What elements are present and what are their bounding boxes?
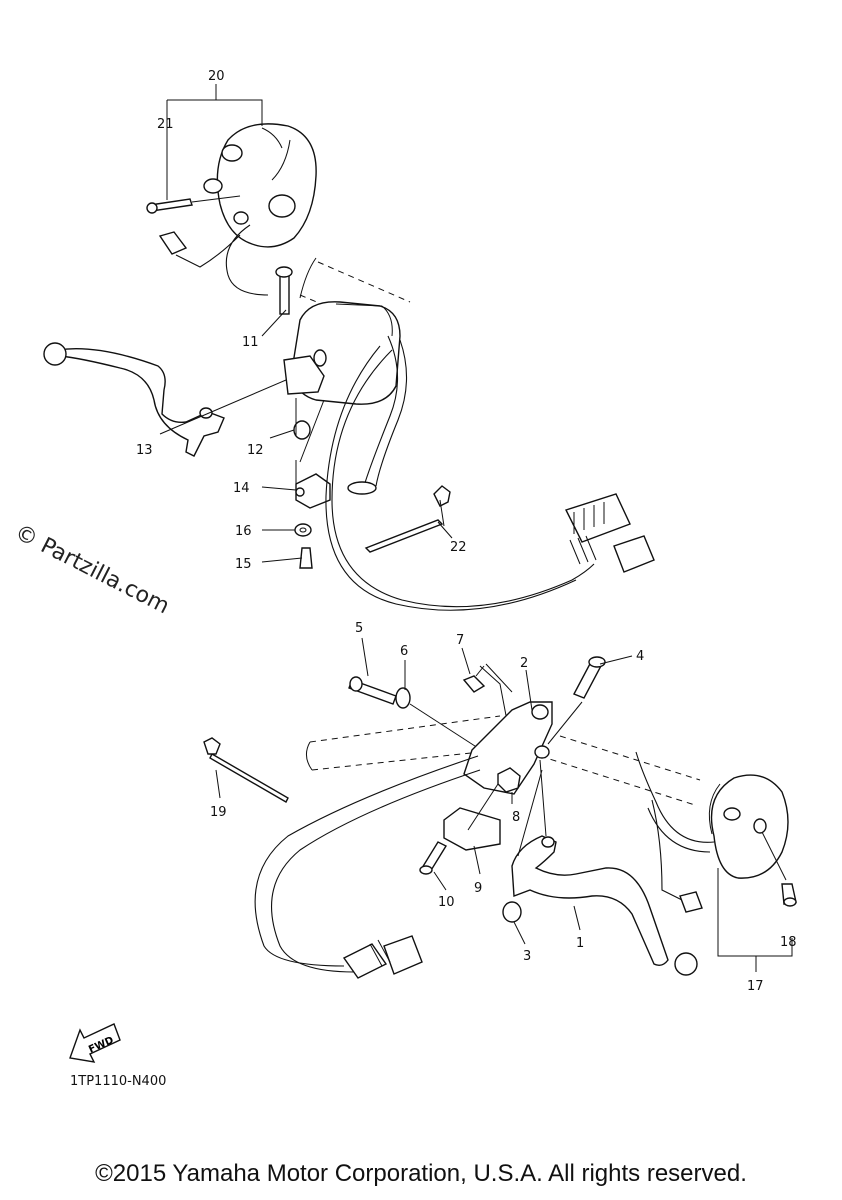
callout-19: 19	[210, 805, 227, 820]
cable-tie-22	[364, 519, 444, 553]
callout-15: 15	[235, 557, 252, 572]
connector-upper	[565, 493, 631, 543]
callout-1: 1	[576, 936, 584, 951]
callout-14: 14	[233, 481, 250, 496]
callout-10: 10	[438, 895, 455, 910]
callout-leaders	[159, 84, 793, 972]
clutch-switch-9	[443, 807, 501, 851]
callout-3: 3	[523, 949, 531, 964]
brake-switch-14	[295, 473, 331, 509]
callout-5: 5	[355, 621, 363, 636]
callout-22: 22	[450, 540, 467, 555]
brake-lever-13	[57, 348, 225, 457]
callout-7: 7	[456, 633, 464, 648]
callout-12: 12	[247, 443, 264, 458]
callout-8: 8	[512, 810, 520, 825]
screw-15	[299, 547, 313, 569]
cable-tie-19	[209, 753, 289, 803]
copyright-notice: ©2015 Yamaha Motor Corporation, U.S.A. A…	[95, 1160, 747, 1187]
clutch-lever-1	[511, 835, 669, 967]
callout-17: 17	[747, 979, 764, 994]
upper-assembly	[43, 123, 655, 611]
fwd-arrow-icon: FWD	[69, 1023, 121, 1063]
callout-9: 9	[474, 881, 482, 896]
washer-16	[294, 523, 312, 537]
callout-11: 11	[242, 335, 259, 350]
connector-lower	[342, 943, 388, 979]
callout-20: 20	[208, 69, 225, 84]
catalog-code: 1TP1110-N400	[70, 1074, 167, 1089]
handlebar-switch-left	[710, 774, 789, 879]
washer-6	[395, 687, 411, 709]
collar-3	[502, 901, 522, 923]
clutch-bracket-2	[463, 701, 553, 795]
callout-6: 6	[400, 644, 408, 659]
bolt-11	[279, 271, 290, 315]
callout-2: 2	[520, 656, 528, 671]
callout-4: 4	[636, 649, 644, 664]
callout-16: 16	[235, 524, 252, 539]
callout-labels: 20 21 11 13 12 14 16 15 22 5 6 7 2 4 19 …	[136, 69, 797, 994]
lower-assembly	[203, 656, 797, 979]
callout-18: 18	[780, 935, 797, 950]
handlebar-switch-right	[216, 123, 317, 248]
callout-21: 21	[157, 117, 174, 132]
bolt-7	[462, 675, 486, 693]
callout-13: 13	[136, 443, 153, 458]
